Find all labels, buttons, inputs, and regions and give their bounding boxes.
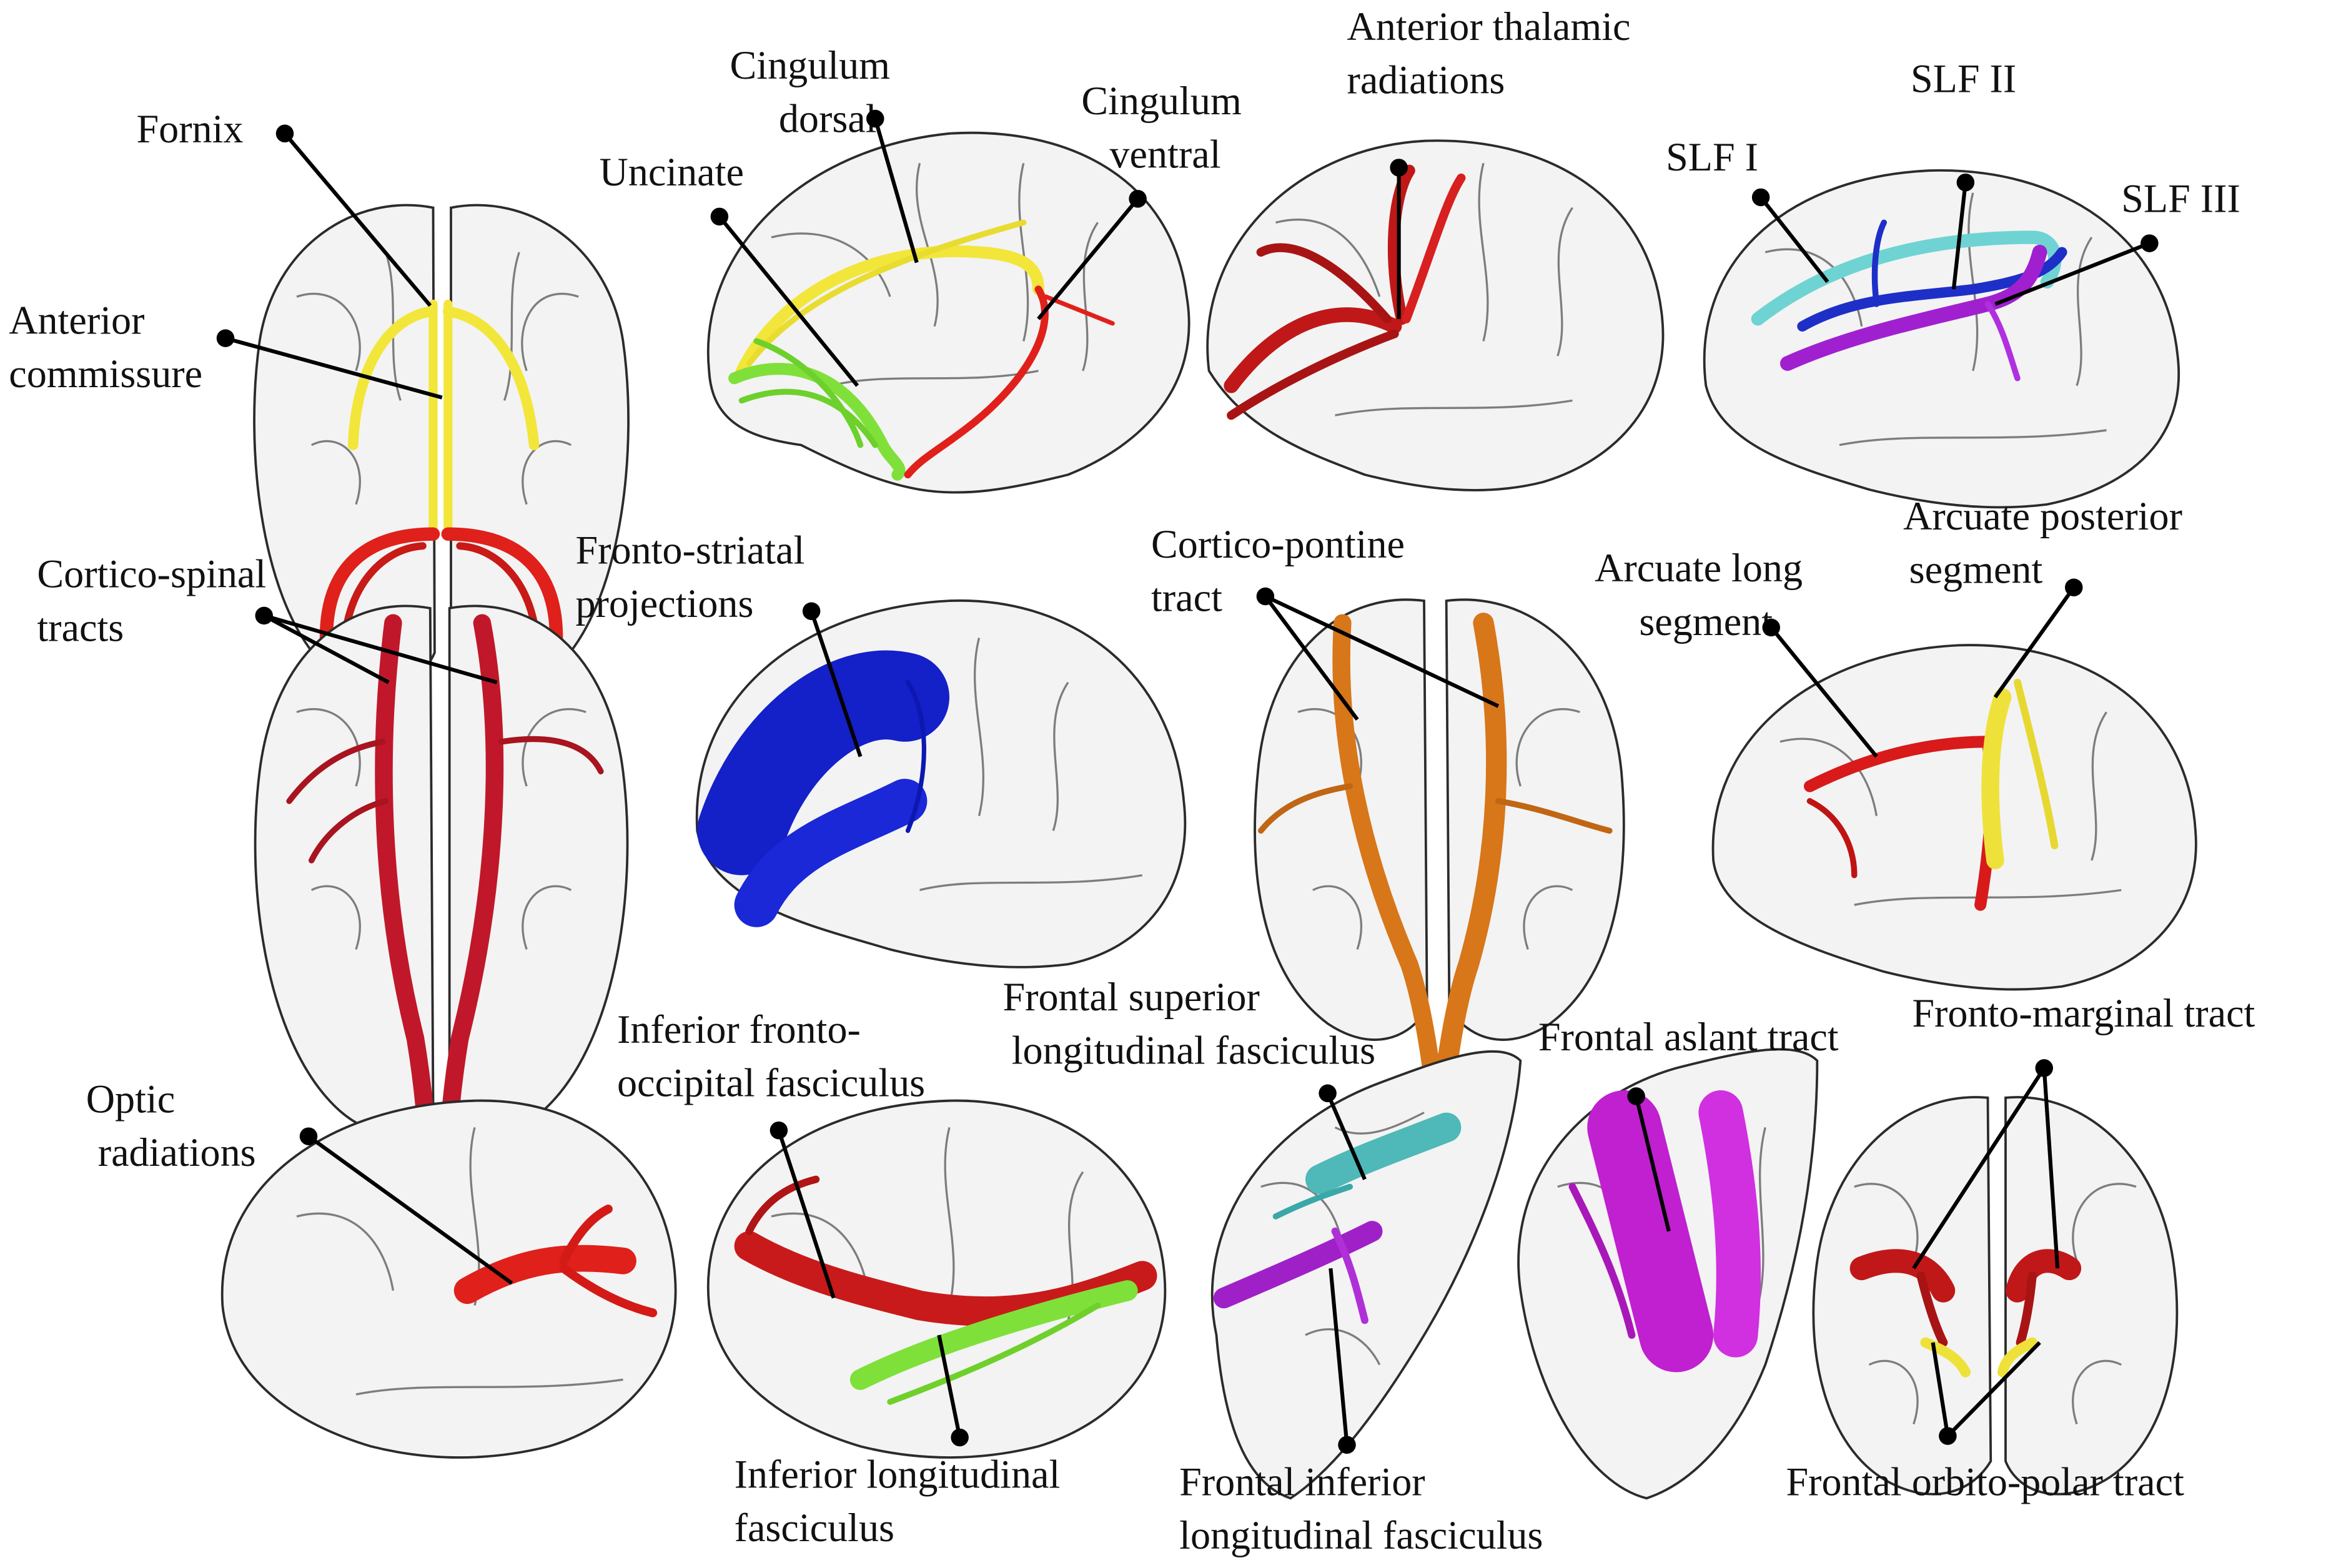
brain-right-hemisphere — [448, 604, 629, 1135]
label-anterior-commissure: Anterior commissure — [9, 298, 443, 400]
label-text: Cingulum — [730, 43, 891, 87]
label-text: radiations — [98, 1130, 256, 1175]
uncinate-fibers — [728, 338, 906, 481]
label-text: Fronto-striatal — [575, 528, 804, 573]
panel-frontal-slf-ilf: Frontal superior longitudinal fasciculus… — [1002, 975, 1543, 1557]
label-text: ventral — [1110, 132, 1221, 176]
brain-lateral — [220, 1099, 677, 1459]
brain-lateral — [706, 1099, 1167, 1459]
label-text: Optic — [86, 1077, 175, 1122]
label-text: fasciculus — [735, 1506, 894, 1550]
label-text: projections — [575, 581, 753, 626]
slf-i-fibers — [1751, 230, 2062, 326]
label-text: segment — [1639, 599, 1773, 644]
panel-cingulum-uncinate: Cingulum dorsal Uncinate Cingulum ventra… — [600, 43, 1242, 494]
label-text: tracts — [37, 605, 124, 649]
frontal-ilf-fibers — [1213, 1221, 1383, 1324]
label-text: longitudinal fasciculus — [1012, 1028, 1375, 1072]
label-text: Frontal superior — [1002, 975, 1259, 1019]
label-orbito-polar: Frontal orbito-polar tract — [1786, 1341, 2185, 1504]
label-frontal-ilf: Frontal inferior longitudinal fasciculus — [1179, 1268, 1543, 1557]
label-frontal-slf: Frontal superior longitudinal fasciculus — [1002, 975, 1375, 1180]
frontal-aslant-fibers — [1568, 1090, 1761, 1373]
label-text: Inferior longitudinal — [735, 1452, 1061, 1497]
brain-left-hemisphere — [1812, 1096, 1992, 1496]
brain-lateral — [1711, 644, 2197, 991]
label-slf-iii: SLF III — [1994, 177, 2240, 306]
label-fronto-striatal: Fronto-striatal projections — [575, 528, 863, 757]
brain-left-hemisphere — [254, 604, 435, 1135]
label-anterior-thalamic-radiations: Anterior thalamic radiations — [1347, 4, 1631, 319]
brain-lateral — [1206, 139, 1665, 491]
label-text: dorsal — [779, 96, 877, 141]
label-cingulum-dorsal: Cingulum dorsal — [730, 43, 919, 264]
label-cortico-spinal: Cortico-spinal tracts — [37, 552, 498, 684]
label-text: SLF II — [1911, 56, 2016, 101]
panel-anterior-thalamic-radiations: Anterior thalamic radiations — [1206, 4, 1665, 491]
fornix-fibers — [347, 299, 540, 539]
ilf-fibers — [849, 1280, 1138, 1405]
panel-frontal-aslant: Frontal aslant tract — [1517, 1015, 1839, 1500]
fronto-striatal-fibers — [697, 650, 949, 927]
label-text: tract — [1151, 576, 1222, 620]
label-fornix: Fornix — [136, 107, 432, 307]
label-text: occipital fasciculus — [617, 1061, 925, 1105]
label-text: Cortico-pontine — [1151, 522, 1405, 566]
label-cortico-pontine: Cortico-pontine tract — [1151, 522, 1500, 721]
label-text: radiations — [1347, 58, 1505, 102]
panel-fronto-striatal: Fronto-striatal projections — [575, 528, 1187, 969]
atr-fibers — [1224, 164, 1466, 420]
fronto-marginal-fibers — [1849, 1249, 2082, 1348]
panel-cortico-pontine: Cortico-pontine tract — [1151, 522, 1625, 1116]
panel-arcuate: Arcuate long segment Arcuate posterior s… — [1595, 494, 2197, 991]
brain-lateral — [1703, 169, 2180, 509]
label-slf-ii: SLF II — [1911, 56, 2016, 290]
arcuate-posterior-fibers — [1981, 678, 2059, 870]
label-arcuate-posterior: Arcuate posterior segment — [1903, 494, 2182, 699]
label-text: commissure — [9, 352, 202, 396]
cingulum-ventral-fibers — [904, 285, 1115, 479]
label-text: Arcuate posterior — [1903, 494, 2182, 538]
label-text: Fronto-marginal tract — [1912, 991, 2255, 1035]
cortico-pontine-fibers — [1258, 613, 1613, 1116]
brain-frontal — [1210, 1050, 1522, 1500]
orbito-polar-fibers — [1920, 1337, 2038, 1378]
brain-right-hemisphere — [2004, 1096, 2179, 1496]
label-frontal-aslant: Frontal aslant tract — [1538, 1015, 1839, 1232]
label-text: Cingulum — [1081, 79, 1242, 123]
label-fronto-marginal: Fronto-marginal tract — [1912, 991, 2255, 1270]
label-cingulum-ventral: Cingulum ventral — [1037, 79, 1242, 320]
panel-fronto-marginal-orbito-polar: Fronto-marginal tract Frontal orbito-pol… — [1786, 991, 2255, 1504]
label-text: Frontal orbito-polar tract — [1786, 1460, 2185, 1504]
label-text: Anterior — [9, 298, 144, 343]
frontal-slf-fibers — [1272, 1112, 1462, 1220]
label-slf-i: SLF I — [1666, 135, 1829, 284]
cingulum-dorsal-fibers — [736, 219, 1044, 377]
label-text: Uncinate — [600, 150, 744, 194]
label-text: Anterior thalamic — [1347, 4, 1631, 49]
label-text: Cortico-spinal — [37, 552, 266, 596]
panel-optic-radiations: Optic radiations — [86, 1077, 677, 1459]
label-text: Arcuate long — [1595, 546, 1803, 590]
slf-iii-fibers — [1780, 244, 2047, 382]
label-text: SLF III — [2121, 177, 2240, 221]
panel-ifof-ilf: Inferior fronto- occipital fasciculus In… — [617, 1007, 1167, 1550]
label-text: Frontal aslant tract — [1538, 1015, 1839, 1059]
label-uncinate: Uncinate — [600, 150, 859, 387]
brain-left-hemisphere — [1254, 598, 1428, 1041]
label-ilf: Inferior longitudinal fasciculus — [735, 1334, 1061, 1550]
label-arcuate-long: Arcuate long segment — [1595, 546, 1878, 758]
panel-fornix-anterior-commissure: Fornix Anterior commissure — [9, 107, 630, 689]
label-text: Inferior fronto- — [617, 1007, 861, 1052]
panel-slf: SLF I SLF II SLF III — [1666, 56, 2240, 509]
optic-radiations-fibers — [453, 1204, 658, 1318]
label-text: Fornix — [136, 107, 243, 151]
label-text: SLF I — [1666, 135, 1758, 179]
label-optic-radiations: Optic radiations — [86, 1077, 513, 1285]
label-text: segment — [1909, 548, 2043, 592]
label-text: longitudinal fasciculus — [1179, 1513, 1543, 1557]
label-text: Frontal inferior — [1179, 1460, 1425, 1504]
label-ifof: Inferior fronto- occipital fasciculus — [617, 1007, 925, 1299]
